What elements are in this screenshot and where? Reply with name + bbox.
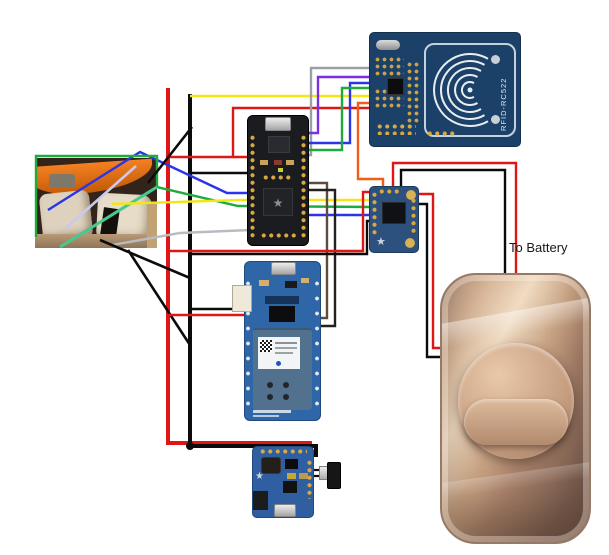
pad-row	[260, 232, 296, 239]
adafruit-star-icon: ★	[255, 471, 264, 482]
component	[259, 280, 269, 286]
sticker-text-line	[275, 342, 297, 344]
wire-blue-spi	[306, 81, 372, 145]
mcu-board: ★	[248, 116, 308, 245]
sticker-text-line	[275, 352, 293, 354]
wire-black-bus	[188, 94, 318, 457]
via	[283, 394, 289, 400]
power-pads	[378, 188, 400, 196]
rfid-board-label: RFID-RC522	[499, 77, 508, 131]
wire-lavender-overlay	[65, 165, 137, 229]
rfid-rc522-module: RFID-RC522	[370, 33, 520, 146]
pin-row-top	[259, 448, 307, 455]
wire-pointer-line-3	[126, 249, 192, 346]
main-chip: ★	[263, 188, 293, 216]
wire-orange-rfid-to-driver	[356, 101, 385, 189]
boost-chip	[285, 459, 298, 469]
silkscreen-text	[253, 415, 279, 417]
antenna-arcs-icon	[433, 53, 489, 127]
header-block	[269, 306, 295, 322]
component	[265, 296, 299, 304]
resistor	[286, 160, 294, 165]
smd-pads	[406, 61, 420, 123]
lock-cover	[440, 273, 591, 544]
rfid-chip	[387, 78, 404, 95]
component	[285, 281, 297, 288]
inductor	[261, 457, 281, 474]
to-battery-label: To Battery	[509, 240, 568, 255]
antenna-coil	[424, 43, 516, 137]
battery-jst-connector	[253, 491, 268, 510]
crystal-oscillator	[376, 40, 400, 50]
pin-row-right	[410, 197, 417, 235]
component	[301, 278, 309, 283]
wire-teal-overlay	[59, 185, 158, 249]
screw-hole	[491, 115, 500, 124]
mounting-pad	[406, 190, 416, 200]
via	[267, 394, 273, 400]
resistor	[274, 160, 282, 165]
pin-holes-left	[245, 276, 251, 410]
pin-row-left	[249, 134, 256, 240]
pin-holes-right	[314, 276, 320, 410]
via	[267, 382, 273, 388]
silkscreen-text	[253, 410, 291, 413]
regulator-chip	[268, 136, 290, 153]
metal-sheen	[442, 456, 589, 502]
pin-header	[376, 123, 416, 135]
wire-black-mcu-to-mkr	[306, 188, 337, 328]
pin-pads	[426, 130, 456, 138]
wire-blue-servo-to-mcu	[47, 150, 250, 212]
wire-red-bus-to-driver	[168, 190, 372, 253]
wire-yellow-servo-to-driver	[111, 198, 372, 206]
capacitor	[287, 473, 296, 479]
micro-usb-port	[265, 117, 291, 131]
pad-row	[262, 174, 292, 181]
powerboost-board: ★	[253, 447, 313, 517]
wire-black-battery	[399, 168, 507, 276]
mkr-wifi-board	[232, 262, 320, 420]
via	[283, 382, 289, 388]
screw-hole	[491, 55, 500, 64]
resistor	[260, 160, 268, 165]
pin-row-right	[300, 134, 307, 240]
wire-pointer-line-1	[146, 126, 194, 184]
wire-junction	[186, 442, 194, 450]
wire-red-battery	[391, 161, 518, 276]
wire-purple-spi	[306, 75, 372, 135]
wire-pointer-line-2	[99, 238, 191, 280]
pin-row-right	[306, 459, 312, 499]
wire-gray-spi	[306, 66, 372, 157]
smd-pads	[374, 56, 404, 78]
sticker-text-line	[275, 347, 297, 349]
led	[278, 168, 283, 172]
wire-red-to-rfid	[168, 106, 372, 159]
wire-black-bus-to-driver	[190, 219, 372, 256]
wood-edge	[147, 202, 157, 248]
module-sticker	[258, 337, 300, 369]
wire-green-servo-to-driver	[34, 154, 373, 237]
wifi-module	[253, 328, 312, 410]
driver-chip	[382, 202, 406, 224]
sticker-dot	[276, 361, 281, 366]
metal-part	[49, 174, 75, 188]
capacitor	[299, 473, 308, 479]
wire-green-spi	[306, 86, 372, 152]
wire-gray-servo-to-mcu	[111, 228, 251, 247]
slide-switch	[327, 462, 341, 489]
micro-usb-port	[274, 504, 296, 517]
qr-code	[260, 340, 272, 352]
thumb-turn-knob	[458, 343, 574, 459]
mounting-pad	[405, 238, 415, 248]
adafruit-star-icon: ★	[376, 236, 386, 248]
pin-row-left	[371, 191, 378, 237]
thumb-turn-bar	[464, 399, 568, 445]
micro-usb-port	[271, 262, 296, 275]
driver-breakout: ★	[370, 187, 418, 252]
charger-chip	[283, 481, 297, 493]
